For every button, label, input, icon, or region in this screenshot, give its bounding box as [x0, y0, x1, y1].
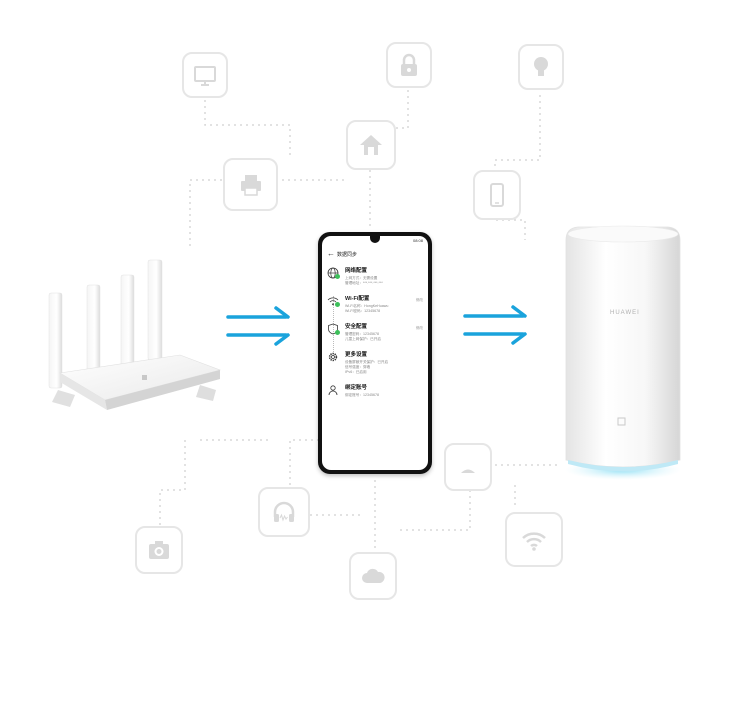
app-header: ← 数据同步 — [322, 246, 428, 262]
speaker-tile — [444, 443, 492, 491]
check-icon — [335, 302, 340, 307]
item-detail: Wi-Fi名称：HongKeHuawu — [345, 304, 389, 308]
mobile-phone-icon — [490, 183, 504, 207]
globe-icon — [327, 267, 339, 279]
list-item-wifi[interactable]: Wi-Fi配置 Wi-Fi名称：HongKeHuawu Wi-Fi密码：1234… — [327, 294, 423, 314]
smartphone: 08:08 ← 数据同步 网络配置 上网方式：无需设置 管理地址：***.***… — [318, 232, 432, 474]
brand-logo-text: HUAWEI — [610, 310, 640, 316]
monitor-icon — [194, 66, 216, 86]
list-item-security[interactable]: 安全配置 管理密码：12345678 儿童上网保护：已开启 修改 — [327, 322, 423, 342]
monitor-tile — [182, 52, 228, 98]
list-item-bind-account[interactable]: 绑定账号 绑定账号：12345678 — [327, 383, 423, 398]
item-detail: 绑定账号：12345678 — [345, 393, 379, 397]
lightbulb-icon — [534, 57, 548, 76]
mobile-tile — [473, 170, 521, 220]
item-title: 更多设置 — [345, 352, 368, 358]
cloud-icon — [362, 568, 385, 583]
item-detail: 管理地址：***.***.***.*** — [345, 281, 383, 285]
item-title: 绑定账号 — [345, 385, 368, 391]
speaker-icon — [461, 469, 475, 473]
status-time: 08:08 — [412, 238, 423, 243]
wifi-signal-icon — [522, 531, 546, 551]
printer-tile — [223, 158, 278, 211]
lock-icon — [401, 53, 417, 76]
check-icon — [335, 274, 340, 279]
home-icon — [360, 135, 382, 155]
wifi-tile — [505, 512, 563, 567]
status-bar: 08:08 — [322, 236, 428, 246]
item-detail: 儿童上网保护：已开启 — [345, 337, 381, 341]
back-arrow-icon[interactable]: ← — [327, 249, 335, 258]
printer-icon — [240, 174, 261, 196]
camera-icon — [149, 541, 169, 559]
headphones-icon — [273, 501, 295, 522]
bulb-tile — [518, 44, 564, 90]
cloud-tile — [349, 552, 397, 600]
list-item-more-settings[interactable]: 更多设置 设备屏蔽开关保护：已开启 信号强度：穿墙 IPv6：已启用 — [327, 350, 423, 375]
list-item-network[interactable]: 网络配置 上网方式：无需设置 管理地址：***.***.***.*** — [327, 266, 423, 286]
home-tile — [346, 120, 396, 170]
sync-arrows-left — [226, 306, 290, 346]
item-detail: 上网方式：无需设置 — [345, 276, 378, 280]
edit-link[interactable]: 修改 — [415, 326, 423, 330]
page-title: 数据同步 — [337, 251, 358, 258]
wifi-icon — [327, 297, 339, 306]
headphones-tile — [258, 487, 310, 537]
user-icon — [328, 385, 338, 396]
item-detail: Wi-Fi密码：12345678 — [345, 309, 381, 313]
timeline-line — [333, 296, 335, 356]
mesh-router-image — [565, 225, 681, 480]
phone-screen: 08:08 ← 数据同步 网络配置 上网方式：无需设置 管理地址：***.***… — [322, 236, 428, 470]
lock-tile — [386, 42, 432, 88]
camera-tile — [135, 526, 183, 574]
edit-link[interactable]: 修改 — [415, 298, 423, 302]
item-title: 安全配置 — [345, 324, 368, 330]
item-title: 网络配置 — [345, 268, 368, 274]
item-title: Wi-Fi配置 — [345, 296, 370, 302]
item-detail: IPv6：已启用 — [345, 370, 367, 374]
sync-arrows-right — [463, 305, 527, 345]
gear-icon — [328, 352, 338, 362]
router-image — [48, 259, 221, 410]
item-detail: 设备屏蔽开关保护：已开启 — [345, 360, 389, 364]
check-icon — [335, 330, 340, 335]
item-detail: 信号强度：穿墙 — [345, 365, 371, 369]
item-detail: 管理密码：12345678 — [345, 332, 379, 336]
settings-list: 网络配置 上网方式：无需设置 管理地址：***.***.***.*** Wi-F… — [322, 262, 428, 398]
shield-icon — [328, 323, 338, 335]
camera-notch — [370, 236, 380, 243]
